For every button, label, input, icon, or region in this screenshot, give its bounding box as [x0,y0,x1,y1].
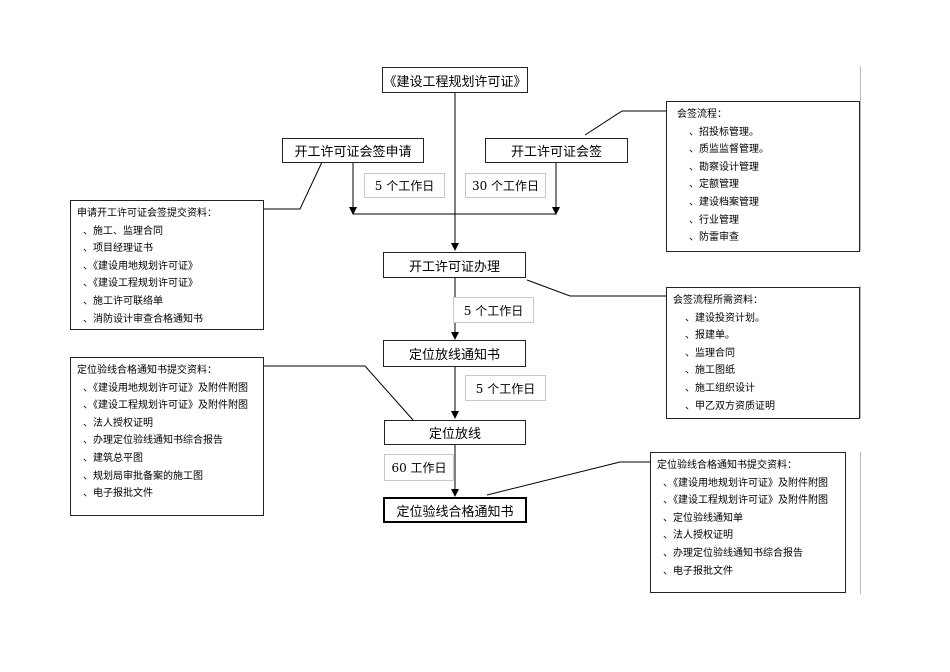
duration-label-1: 5 个工作日 [364,173,445,198]
list-item: 、定额管理 [689,179,739,191]
list-item: 、施工、监理合同 [83,225,163,237]
note-cosign-apply-materials: 申请开工许可证会签提交资料： 、施工、监理合同 、项目经理证书 、《建设用地规划… [70,200,264,330]
list-item: 、招投标管理。 [689,126,759,138]
list-item: 、建设档案管理 [689,196,759,208]
list-item: 、法人授权证明 [83,417,153,429]
note-title: 申请开工许可证会签提交资料： [77,208,217,219]
list-item: 、质监监督管理。 [689,144,769,156]
list-item: 、《建设工程规划许可证》及附件附图 [663,495,828,507]
note-title: 会签流程： [677,109,727,120]
list-item: 、《建设工程规划许可证》及附件附图 [83,400,248,412]
list-item: 、《建设用地规划许可证》及附件附图 [83,382,248,394]
list-item: 、办理定位验线通知书综合报告 [663,547,803,559]
note-cosign-flow: 会签流程： 、招投标管理。 、质监监督管理。 、勘察设计管理 、定额管理 、建设… [666,101,860,252]
list-item: 、建筑总平图 [83,452,143,464]
node-cosign-apply: 开工许可证会签申请 [282,138,424,163]
list-item: 、施工图纸 [685,365,735,377]
note-title: 会签流程所需资料： [673,295,763,306]
node-cosign: 开工许可证会签 [485,138,628,163]
duration-label-5: 60 工作日 [384,454,454,481]
node-setout-notice: 定位放线通知书 [383,340,526,367]
list-item: 、甲乙双方资质证明 [685,400,775,412]
list-item: 、行业管理 [689,214,739,226]
list-item: 、《建设工程规划许可证》 [83,278,198,290]
list-item: 、防雷审查 [689,232,739,244]
node-planning-permit: 《建设工程规划许可证》 [382,67,528,93]
duration-label-2: 30 个工作日 [465,173,546,198]
list-item: 、项目经理证书 [83,243,153,255]
list-item: 、勘察设计管理 [689,161,759,173]
node-permit-process: 开工许可证办理 [383,252,526,278]
list-item: 、规划局审批备案的施工图 [83,470,203,482]
list-item: 、建设投资计划。 [685,312,765,324]
list-item: 、施工组织设计 [685,382,755,394]
note-title: 定位验线合格通知书提交资料： [77,365,217,376]
duration-label-4: 5 个工作日 [465,375,546,401]
list-item: 、《建设用地规划许可证》及附件附图 [663,477,828,489]
note-setout-pass-materials: 定位验线合格通知书提交资料： 、《建设用地规划许可证》及附件附图 、《建设工程规… [650,452,846,593]
list-item: 、电子报批文件 [663,565,733,577]
list-item: 、办理定位验线通知书综合报告 [83,435,223,447]
node-setout-pass: 定位验线合格通知书 [383,497,527,523]
list-item: 、定位验线通知单 [663,512,743,524]
list-item: 、监理合同 [685,347,735,359]
note-cosign-flow-materials: 会签流程所需资料： 、建设投资计划。 、报建单。 、监理合同 、施工图纸 、施工… [666,287,860,419]
right-margin-rule-3 [860,452,861,594]
list-item: 、电子报批文件 [83,488,153,500]
right-margin-rule-2 [860,286,861,418]
node-setout: 定位放线 [384,420,526,445]
right-margin-rule-1 [860,66,861,251]
list-item: 、《建设用地规划许可证》 [83,260,198,272]
note-setout-notice-materials: 定位验线合格通知书提交资料： 、《建设用地规划许可证》及附件附图 、《建设工程规… [70,357,264,516]
list-item: 、消防设计审查合格通知书 [83,313,203,325]
list-item: 、报建单。 [685,330,735,342]
note-title: 定位验线合格通知书提交资料： [657,460,797,471]
duration-label-3: 5 个工作日 [453,297,534,323]
list-item: 、施工许可联络单 [83,295,163,307]
list-item: 、法人授权证明 [663,530,733,542]
